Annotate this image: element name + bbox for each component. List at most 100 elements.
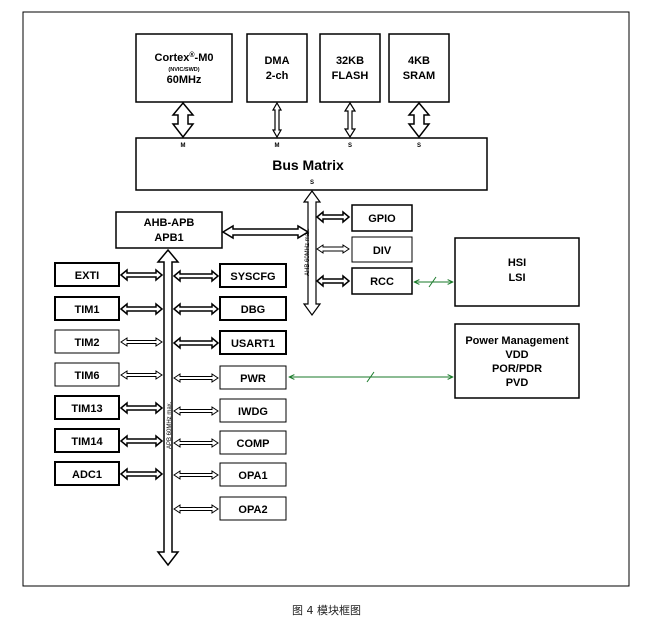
periph-label: TIM14	[71, 436, 103, 448]
flash-block: 32KB FLASH	[319, 33, 381, 103]
gpio-arrow	[315, 210, 351, 224]
periph-dbg: DBG	[172, 296, 287, 321]
periph-label: SYSCFG	[230, 271, 275, 283]
periph-adc1: ADC1	[54, 461, 164, 486]
hsi-lsi-block: HSI LSI	[454, 237, 580, 307]
periph-bus-arrow	[172, 302, 220, 316]
sram-line2: SRAM	[403, 70, 435, 82]
port-bus-out: S	[310, 180, 314, 186]
periph-label: TIM2	[74, 337, 99, 349]
periph-bus-arrow	[173, 504, 219, 514]
apb-bus	[156, 248, 180, 567]
periph-label: DBG	[241, 304, 265, 316]
rcc-block: RCC	[351, 267, 413, 295]
periph-bus-arrow	[119, 302, 164, 316]
svg-text:GPIO: GPIO	[368, 213, 396, 225]
periph-bus-arrow	[120, 337, 163, 347]
periph-bus-arrow	[172, 269, 220, 283]
ahb-apb-line1: AHB-APB	[144, 217, 195, 229]
dma-bus-arrow	[271, 101, 283, 139]
periph-bus-arrow	[172, 336, 220, 350]
rcc-hsi-link-slash	[428, 276, 437, 288]
periph-bus-arrow	[173, 373, 219, 383]
sram-block: 4KB SRAM	[388, 33, 450, 103]
periph-tim6: TIM6	[54, 362, 163, 387]
port-sram: S	[417, 143, 421, 149]
periph-bus-arrow	[119, 467, 164, 481]
svg-text:VDD: VDD	[505, 349, 528, 361]
ahb-apb-block: AHB-APB APB1	[115, 211, 223, 249]
div-block: DIV	[351, 236, 413, 263]
cortex-freq: 60MHz	[167, 74, 202, 86]
periph-label: TIM1	[74, 304, 99, 316]
periph-label: TIM6	[74, 370, 99, 382]
periph-exti: EXTI	[54, 262, 164, 287]
svg-text:POR/PDR: POR/PDR	[492, 363, 542, 375]
diagram-frame	[22, 11, 630, 587]
periph-tim14: TIM14	[54, 428, 164, 453]
svg-text:DIV: DIV	[373, 245, 392, 257]
svg-text:RCC: RCC	[370, 276, 394, 288]
div-arrow	[316, 244, 350, 254]
apb-bus-label: APB 60MHz max.	[167, 401, 173, 449]
flash-line1: 32KB	[336, 55, 364, 67]
figure-caption: 图 4 模块框图	[292, 604, 361, 617]
periph-label: TIM13	[71, 403, 102, 415]
port-flash: S	[348, 143, 352, 149]
periph-label: OPA2	[238, 504, 267, 516]
svg-text:Power Management: Power Management	[465, 335, 569, 347]
ahb-bus	[302, 189, 322, 317]
periph-bus-arrow	[119, 268, 164, 282]
svg-text:PVD: PVD	[506, 377, 529, 389]
dma-block: DMA 2-ch	[246, 33, 308, 103]
svg-text:HSI: HSI	[508, 257, 526, 269]
ahb-bus-label: AHB 60MHz max.	[305, 228, 311, 276]
bus-matrix-block: M M S S Bus Matrix S	[135, 137, 488, 191]
periph-bus-arrow	[120, 370, 163, 380]
periph-tim13: TIM13	[54, 395, 164, 420]
periph-bus-arrow	[119, 401, 164, 415]
periph-bus-arrow	[119, 434, 164, 448]
periph-label: ADC1	[72, 469, 102, 481]
periph-pwr: PWR	[173, 365, 287, 390]
periph-syscfg: SYSCFG	[172, 263, 287, 288]
periph-tim1: TIM1	[54, 296, 164, 321]
cortex-subtitle: (NVIC/SWD)	[168, 67, 199, 73]
dma-line2: 2-ch	[266, 70, 289, 82]
periph-usart1: USART1	[172, 330, 287, 355]
pwr-power-link-slash	[366, 371, 375, 383]
svg-text:LSI: LSI	[508, 272, 525, 284]
power-management-block: Power Management VDD POR/PDR PVD	[454, 323, 580, 399]
cortex-block: Cortex®-M0 (NVIC/SWD) 60MHz	[135, 33, 233, 103]
periph-opa2: OPA2	[173, 496, 287, 521]
periph-bus-arrow	[173, 470, 219, 480]
ahb-apb-line2: APB1	[154, 232, 183, 244]
flash-line2: FLASH	[332, 70, 369, 82]
periph-iwdg: IWDG	[173, 398, 287, 423]
periph-label: USART1	[231, 338, 275, 350]
port-dma: M	[275, 143, 280, 149]
periph-label: EXTI	[75, 270, 99, 282]
periph-label: PWR	[240, 373, 266, 385]
periph-bus-arrow	[173, 406, 219, 416]
flash-bus-arrow	[343, 101, 357, 139]
bridge-ahb-arrow	[221, 224, 310, 240]
port-cortex: M	[181, 143, 186, 149]
periph-label: OPA1	[238, 470, 267, 482]
rcc-arrow	[315, 274, 351, 288]
periph-tim2: TIM2	[54, 329, 163, 354]
periph-opa1: OPA1	[173, 462, 287, 487]
cortex-bus-arrow	[171, 101, 195, 139]
sram-line1: 4KB	[408, 55, 430, 67]
gpio-block: GPIO	[351, 204, 413, 232]
sram-bus-arrow	[407, 101, 431, 139]
bus-matrix-title: Bus Matrix	[272, 157, 344, 173]
periph-label: IWDG	[238, 406, 268, 418]
periph-label: COMP	[237, 438, 270, 450]
cortex-title: Cortex®-M0	[155, 51, 214, 64]
dma-line1: DMA	[264, 55, 289, 67]
periph-comp: COMP	[173, 430, 287, 455]
periph-bus-arrow	[173, 438, 219, 448]
